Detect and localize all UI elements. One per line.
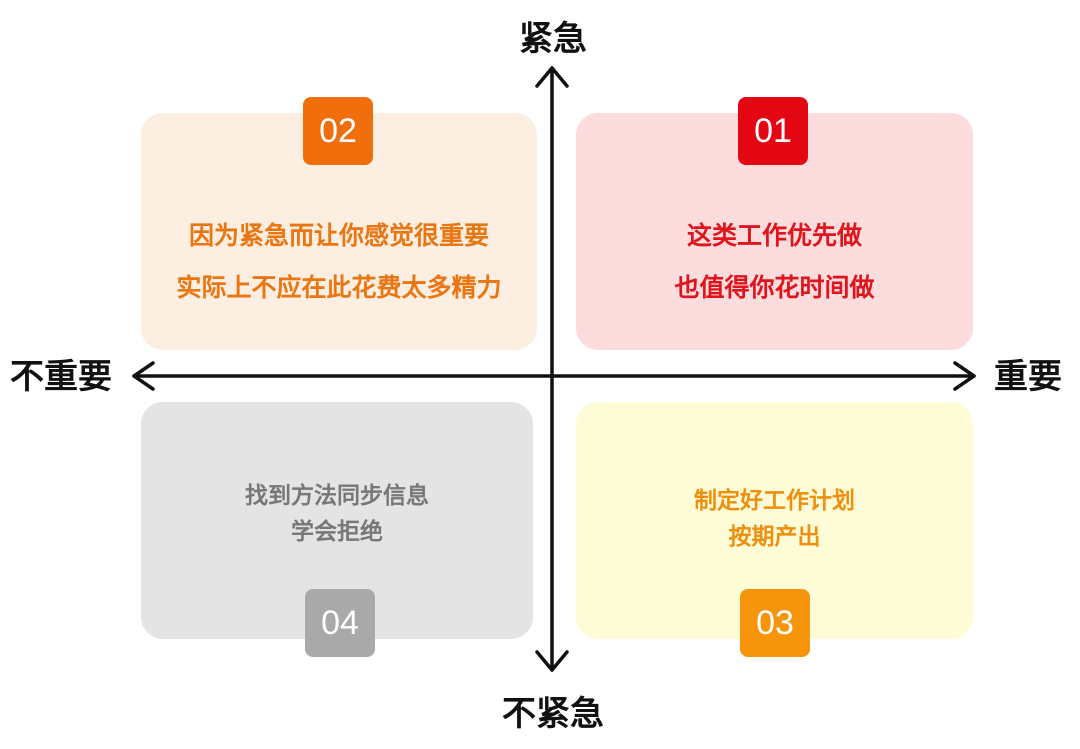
arrow-down-icon	[535, 650, 569, 672]
arrow-right-icon	[953, 361, 976, 391]
quadrant-text-line: 制定好工作计划	[694, 488, 855, 514]
quadrant-text-04: 找到方法同步信息 学会拒绝	[141, 478, 533, 550]
quadrant-text-line: 找到方法同步信息	[245, 483, 429, 509]
axis-label-not-important: 不重要	[10, 357, 112, 397]
quadrant-text-line: 这类工作优先做	[686, 221, 862, 250]
arrow-left-icon	[132, 361, 155, 391]
axis-label-important: 重要	[994, 357, 1062, 397]
axis-label-urgent: 紧急	[519, 19, 587, 59]
quadrant-text-line: 按期产出	[728, 524, 821, 550]
badge-04: 04	[305, 589, 375, 657]
badge-01: 01	[738, 97, 808, 165]
axis-label-not-urgent: 不紧急	[502, 694, 604, 734]
quadrant-text-01: 这类工作优先做 也值得你花时间做	[576, 210, 973, 314]
quadrant-text-line: 也值得你花时间做	[674, 273, 875, 302]
quadrant-text-02: 因为紧急而让你感觉很重要 实际上不应在此花费太多精力	[141, 210, 537, 314]
quadrant-text-line: 因为紧急而让你感觉很重要	[188, 221, 489, 250]
badge-03: 03	[740, 589, 810, 657]
quadrant-text-line: 实际上不应在此花费太多精力	[176, 273, 502, 302]
badge-02: 02	[303, 97, 373, 165]
quadrant-text-line: 学会拒绝	[291, 519, 383, 545]
quadrant-text-03: 制定好工作计划 按期产出	[576, 483, 973, 555]
arrow-up-icon	[535, 66, 569, 88]
